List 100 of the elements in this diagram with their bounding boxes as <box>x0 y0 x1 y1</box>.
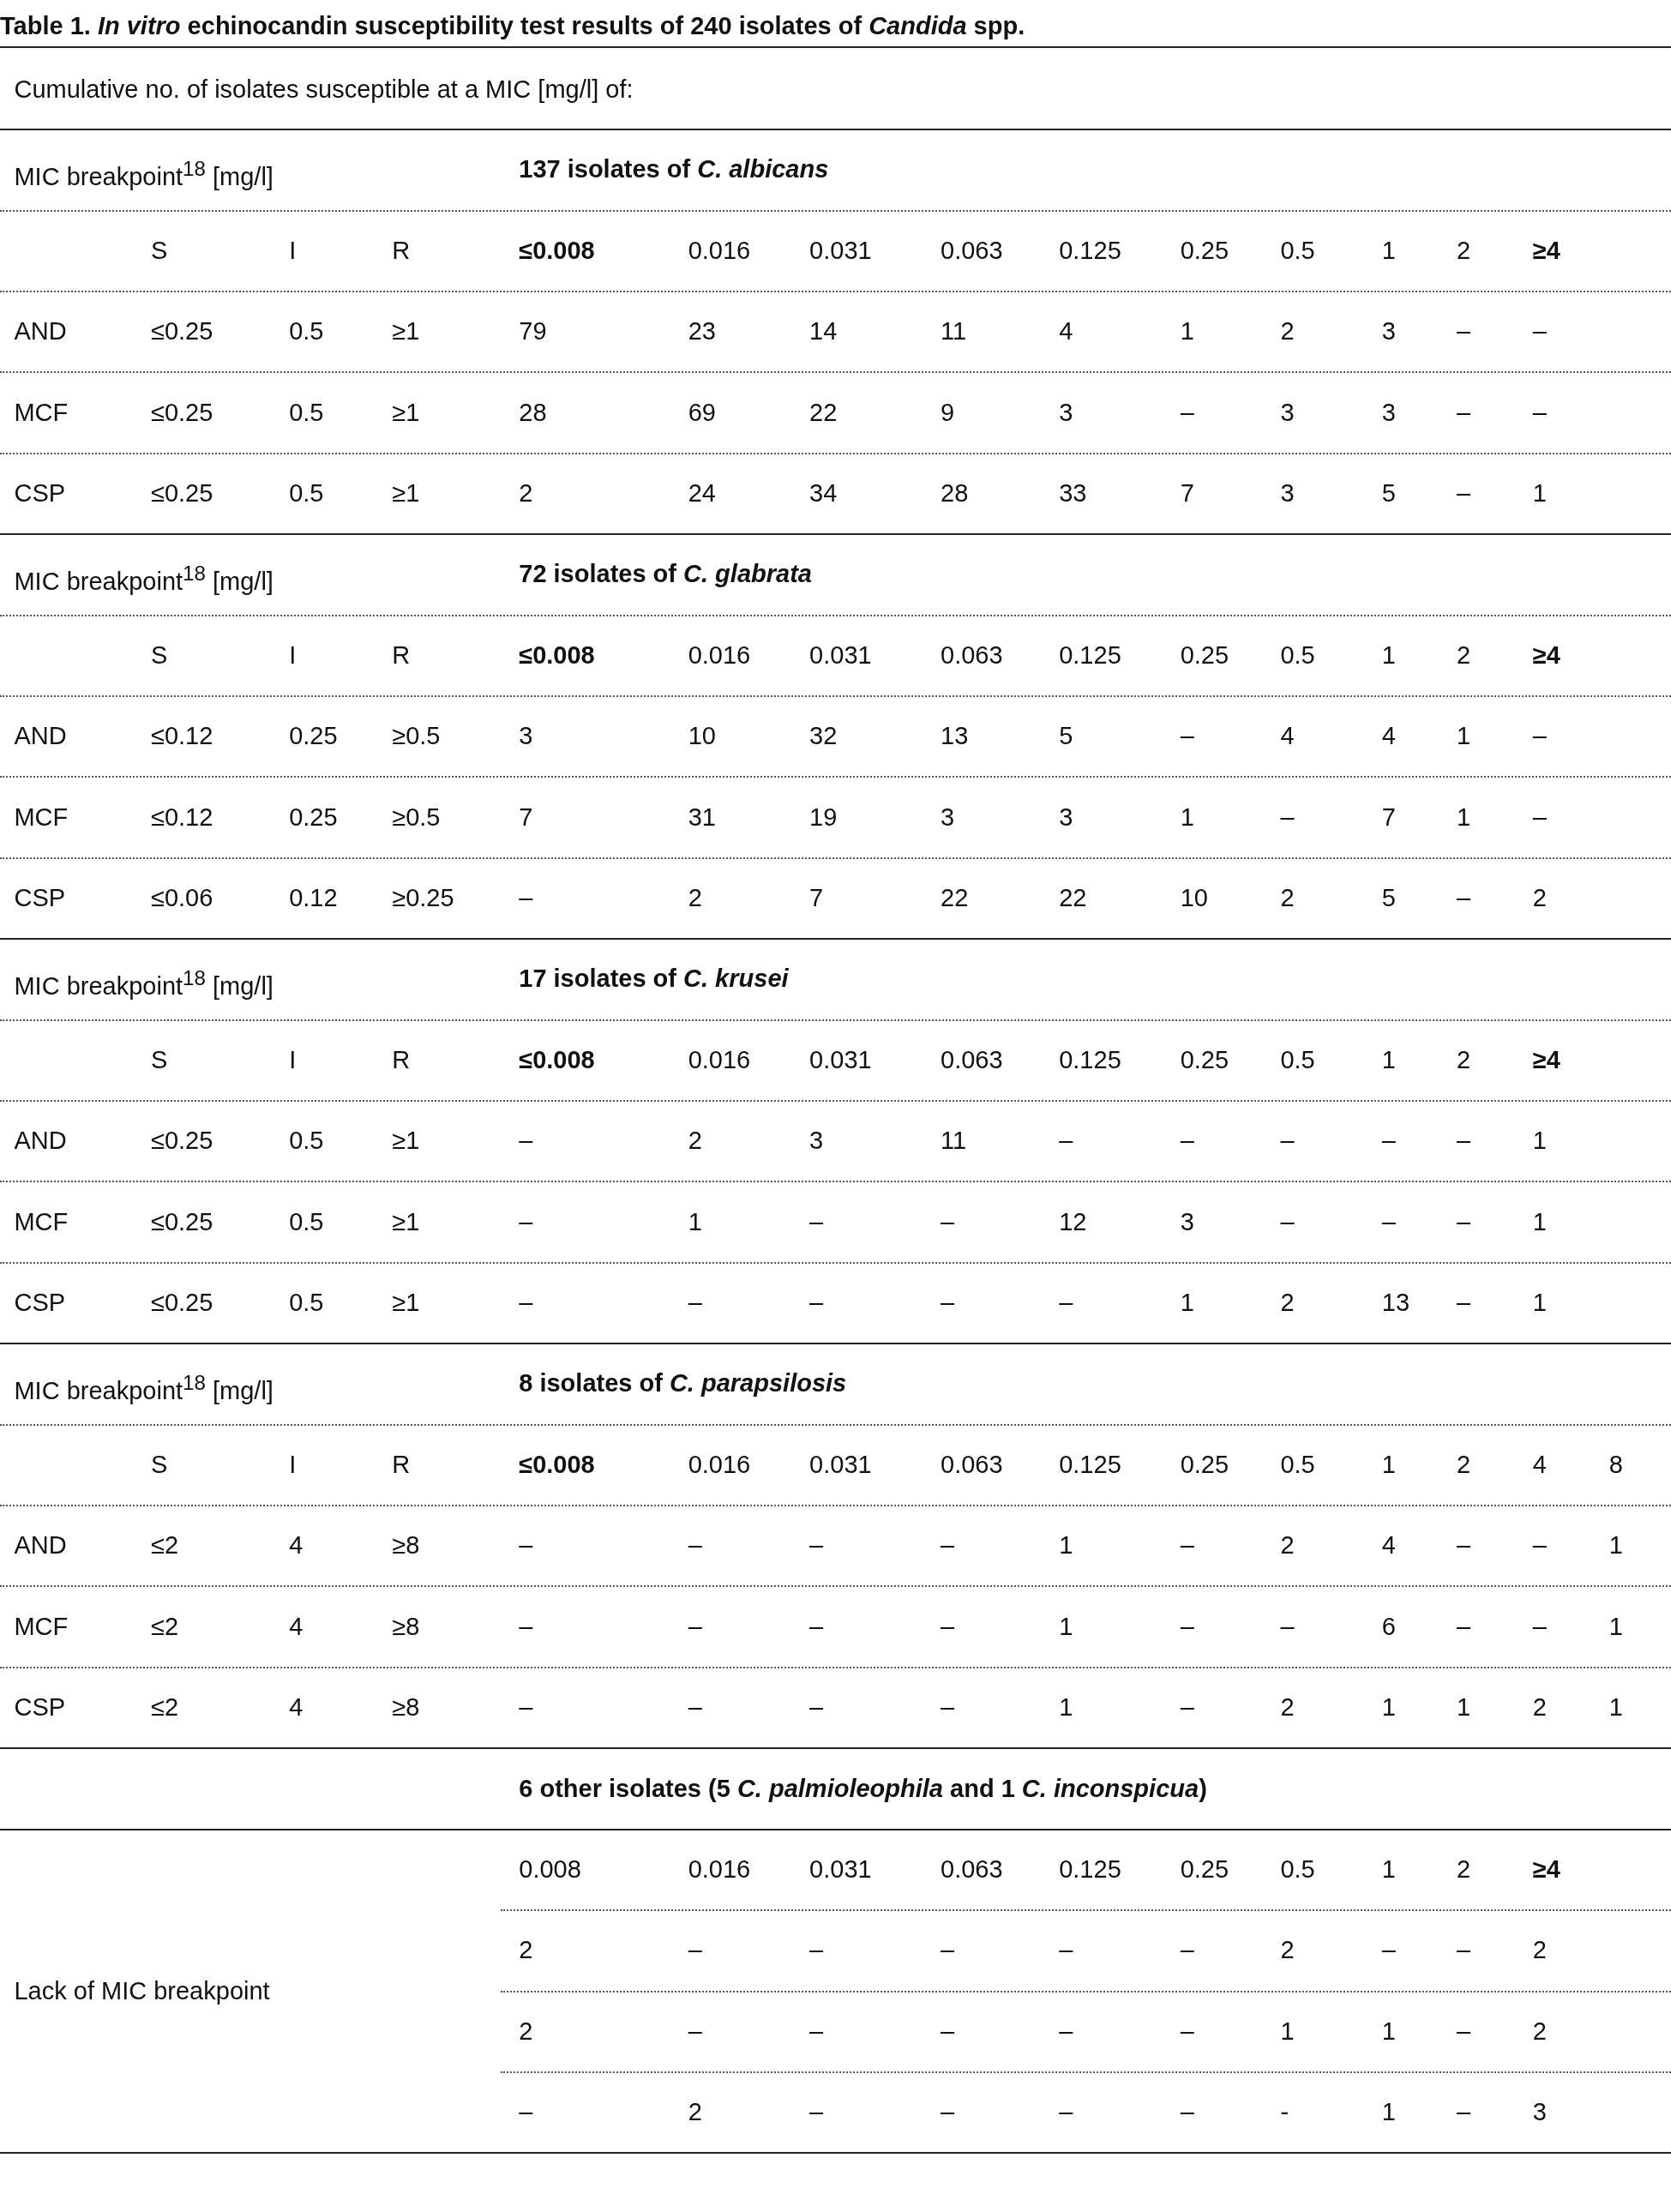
column-header: 2 <box>1457 640 1471 670</box>
data-value: – <box>1059 2097 1073 2128</box>
data-value: 1 <box>1457 802 1471 833</box>
group-heading: 8 isolates of C. parapsilosis <box>519 1368 847 1399</box>
data-value: 4 <box>1059 316 1073 347</box>
data-value: – <box>1280 802 1295 833</box>
data-value: 31 <box>688 802 716 833</box>
data-value: – <box>1180 1126 1194 1157</box>
data-value: 2 <box>1532 1935 1547 1966</box>
data-value: – <box>1381 1935 1396 1966</box>
data-value: 7 <box>1381 802 1396 833</box>
data-value: – <box>1532 397 1547 428</box>
data-value: – <box>1532 1530 1547 1561</box>
data-value: 12 <box>1059 1206 1087 1237</box>
column-header: 0.016 <box>688 235 751 266</box>
column-header: R <box>392 1449 411 1480</box>
data-value: – <box>1457 316 1471 347</box>
data-value: 1 <box>1532 1288 1547 1319</box>
data-value: 32 <box>809 721 838 752</box>
breakpoint-value: ≥8 <box>392 1530 420 1561</box>
breakpoint-value: 0.5 <box>289 1288 324 1319</box>
data-value: – <box>519 883 533 914</box>
column-header: 0.031 <box>809 1044 872 1075</box>
data-value: – <box>809 1611 824 1642</box>
data-value: – <box>688 1530 702 1561</box>
data-value: 3 <box>809 1126 824 1157</box>
breakpoint-value: ≥1 <box>392 1206 420 1237</box>
column-header: I <box>289 640 297 670</box>
column-header: 0.016 <box>688 1449 751 1480</box>
data-value: 14 <box>809 316 838 347</box>
data-value: – <box>1381 1206 1396 1237</box>
breakpoint-value: 0.5 <box>289 1206 324 1237</box>
data-value: 2 <box>519 1935 533 1966</box>
data-value: – <box>1059 1126 1073 1157</box>
data-value: 69 <box>688 397 716 428</box>
data-value: 79 <box>519 316 547 347</box>
data-value: 2 <box>1280 1692 1295 1723</box>
data-value: – <box>688 1288 702 1319</box>
breakpoint-value: ≤0.25 <box>151 1288 213 1319</box>
breakpoint-value: ≥1 <box>392 1288 420 1319</box>
column-header: 2 <box>1457 235 1471 266</box>
column-header: ≥4 <box>1532 640 1560 670</box>
data-value: 1 <box>688 1206 702 1237</box>
data-value: – <box>1457 2097 1471 2128</box>
data-value: – <box>519 1206 533 1237</box>
data-value: 1 <box>1532 478 1547 508</box>
column-header: 0.016 <box>688 1854 751 1884</box>
group-heading: 137 isolates of C. albicans <box>519 154 829 185</box>
column-header: 0.031 <box>809 1449 872 1480</box>
column-header: I <box>289 235 297 266</box>
column-header: 0.5 <box>1280 1449 1315 1480</box>
data-value: 5 <box>1381 883 1396 914</box>
data-value: 28 <box>519 397 547 428</box>
data-value: 23 <box>688 316 716 347</box>
column-header: 0.25 <box>1180 640 1229 670</box>
column-header: 0.063 <box>941 1449 1003 1480</box>
data-value: 1 <box>1381 2097 1396 2128</box>
data-value: 1 <box>1457 1692 1471 1723</box>
data-value: 3 <box>941 802 955 833</box>
data-value: – <box>1457 1530 1471 1561</box>
data-value: 6 <box>1381 1611 1396 1642</box>
breakpoint-value: ≤0.25 <box>151 1126 213 1157</box>
data-value: 28 <box>941 478 969 508</box>
breakpoint-value: 4 <box>289 1530 304 1561</box>
column-header: ≤0.008 <box>519 1449 595 1480</box>
data-value: 3 <box>1059 397 1073 428</box>
data-value: 1 <box>1059 1611 1073 1642</box>
data-value: 22 <box>1059 883 1087 914</box>
data-value: 1 <box>1180 1288 1194 1319</box>
data-value: 1 <box>1457 721 1471 752</box>
breakpoint-value: ≤0.12 <box>151 721 213 752</box>
breakpoint-value: ≥1 <box>392 397 420 428</box>
column-header: 8 <box>1608 1449 1623 1480</box>
data-value: – <box>809 2016 824 2047</box>
data-value: 1 <box>1180 802 1194 833</box>
data-value: – <box>1532 1611 1547 1642</box>
breakpoint-value: 0.5 <box>289 478 324 508</box>
breakpoint-value: ≤0.12 <box>151 802 213 833</box>
column-header: S <box>151 235 168 266</box>
data-value: 5 <box>1059 721 1073 752</box>
breakpoint-value: 0.5 <box>289 397 324 428</box>
data-value: 19 <box>809 802 838 833</box>
data-value: – <box>1457 1206 1471 1237</box>
data-value: – <box>1457 1288 1471 1319</box>
data-value: 3 <box>1381 316 1396 347</box>
row-label: Lack of MIC breakpoint <box>14 1975 270 2006</box>
data-value: 22 <box>941 883 969 914</box>
data-value: – <box>1532 721 1547 752</box>
data-value: – <box>1457 1126 1471 1157</box>
data-value: 1 <box>1532 1206 1547 1237</box>
data-value: – <box>1457 1611 1471 1642</box>
column-header: 4 <box>1532 1449 1547 1480</box>
column-header: R <box>392 640 411 670</box>
row-label: MCF <box>14 1611 69 1642</box>
breakpoint-value: 4 <box>289 1611 304 1642</box>
breakpoint-value: ≤2 <box>151 1530 179 1561</box>
data-value: – <box>1280 1206 1295 1237</box>
breakpoint-value: 0.25 <box>289 721 338 752</box>
table-title: Table 1. In vitro echinocandin susceptibility test results of 240 isolates of Candida spp. <box>0 10 1025 41</box>
column-header: R <box>392 235 411 266</box>
